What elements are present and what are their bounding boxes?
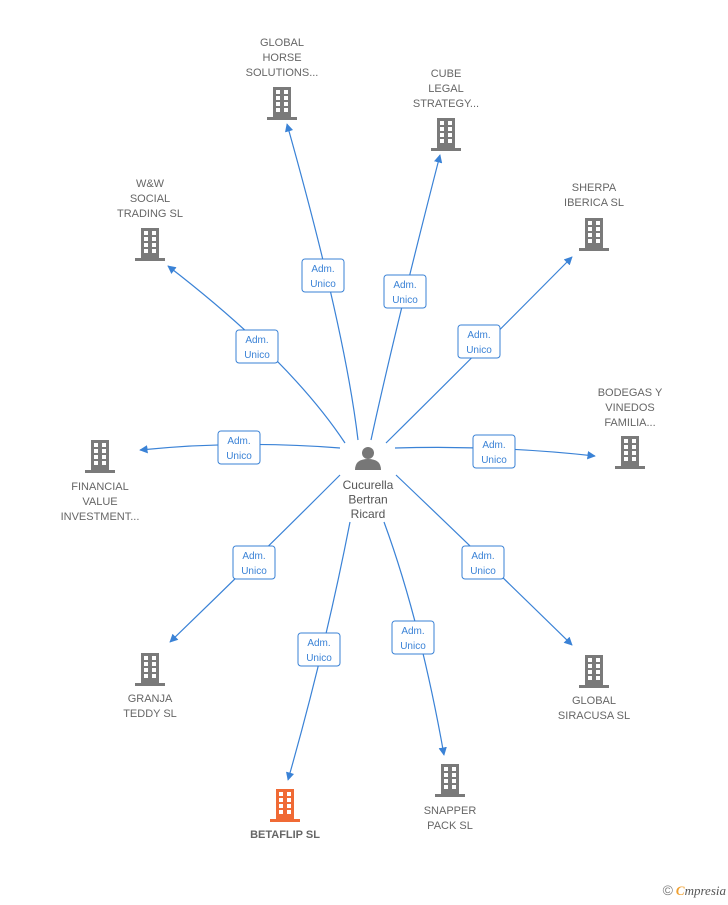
company-name-line: HORSE xyxy=(262,52,301,64)
edge-label-box xyxy=(461,545,505,580)
company-name-line: SHERPA xyxy=(572,182,617,194)
copyright-icon: © xyxy=(662,882,673,898)
company-node-global-siracusa[interactable]: GLOBAL SIRACUSA SL xyxy=(558,655,630,722)
person-icon xyxy=(355,447,381,470)
company-node-financial[interactable]: FINANCIAL VALUE INVESTMENT... xyxy=(61,440,140,523)
company-name-line: SOCIAL xyxy=(130,193,170,205)
building-icon xyxy=(579,218,609,251)
building-icon xyxy=(615,436,645,469)
company-node-global-horse[interactable]: GLOBAL HORSE SOLUTIONS... xyxy=(246,37,319,120)
edge-label-text: Adm. xyxy=(401,626,424,637)
person-name-line: Bertran xyxy=(348,493,387,507)
edge-label-text: Adm. xyxy=(471,551,494,562)
company-node-bodegas[interactable]: BODEGAS Y VINEDOS FAMILIA... xyxy=(598,387,663,469)
edge-label-ww-social[interactable]: Adm. Unico xyxy=(235,329,279,364)
company-name-line: SIRACUSA SL xyxy=(558,710,630,722)
company-node-sherpa[interactable]: SHERPA IBERICA SL xyxy=(564,182,624,251)
edge-label-text: Unico xyxy=(306,653,332,664)
company-name-line: STRATEGY... xyxy=(413,98,479,110)
edge-label-sherpa[interactable]: Adm. Unico xyxy=(457,324,501,359)
edge-label-box xyxy=(297,632,341,667)
company-name-line: SOLUTIONS... xyxy=(246,67,319,79)
company-name-line: GLOBAL xyxy=(572,695,616,707)
company-name-line: BETAFLIP SL xyxy=(250,829,320,841)
company-name-line: BODEGAS Y xyxy=(598,387,663,399)
company-name-line: CUBE xyxy=(431,68,462,80)
company-name-line: IBERICA SL xyxy=(564,197,624,209)
edge-label-text: Unico xyxy=(466,345,492,356)
edge-label-box xyxy=(383,274,427,309)
edge-label-text: Adm. xyxy=(245,335,268,346)
company-node-ww-social[interactable]: W&W SOCIAL TRADING SL xyxy=(117,178,183,261)
edge-label-text: Adm. xyxy=(393,280,416,291)
edge-label-financial[interactable]: Adm. Unico xyxy=(217,430,261,465)
edge-label-text: Unico xyxy=(244,350,270,361)
edge-label-granja[interactable]: Adm. Unico xyxy=(232,545,276,580)
edge-label-box xyxy=(235,329,279,364)
building-icon xyxy=(431,118,461,151)
building-icon xyxy=(267,87,297,120)
company-name-line: LEGAL xyxy=(428,83,463,95)
company-name-line: VALUE xyxy=(82,496,117,508)
edge-label-text: Adm. xyxy=(482,440,505,451)
edge-label-bodegas[interactable]: Adm. Unico xyxy=(472,434,516,469)
edge-label-global-siracusa[interactable]: Adm. Unico xyxy=(461,545,505,580)
building-icon xyxy=(270,789,300,822)
edge-label-cube-legal[interactable]: Adm. Unico xyxy=(383,274,427,309)
edge-label-betaflip[interactable]: Adm. Unico xyxy=(297,632,341,667)
building-icon xyxy=(579,655,609,688)
building-icon xyxy=(135,228,165,261)
company-name-line: W&W xyxy=(136,178,165,190)
edge-line-global-horse xyxy=(285,123,359,441)
edge-label-text: Adm. xyxy=(307,638,330,649)
company-name-line: FINANCIAL xyxy=(71,481,128,493)
edge-label-box xyxy=(391,620,435,655)
edge-label-box xyxy=(217,430,261,465)
edge-label-box xyxy=(457,324,501,359)
edge-label-text: Adm. xyxy=(311,264,334,275)
building-icon xyxy=(435,764,465,797)
edge-label-text: Unico xyxy=(226,451,252,462)
edge-label-text: Unico xyxy=(392,295,418,306)
edge-label-snapper[interactable]: Adm. Unico xyxy=(391,620,435,655)
company-name-line: GLOBAL xyxy=(260,37,304,49)
building-icon xyxy=(135,653,165,686)
edge-label-text: Unico xyxy=(310,279,336,290)
building-icon xyxy=(85,440,115,473)
company-name-line: TRADING SL xyxy=(117,208,183,220)
edge-label-box xyxy=(472,434,516,469)
edge-label-box xyxy=(232,545,276,580)
company-node-betaflip[interactable]: BETAFLIP SL xyxy=(250,789,320,841)
company-name-line: VINEDOS xyxy=(605,402,655,414)
edge-label-text: Adm. xyxy=(467,330,490,341)
edge-label-text: Adm. xyxy=(242,551,265,562)
edge-label-global-horse[interactable]: Adm. Unico xyxy=(301,258,345,293)
edge-label-text: Unico xyxy=(241,566,267,577)
company-node-cube-legal[interactable]: CUBE LEGAL STRATEGY... xyxy=(413,68,479,151)
company-name-line: TEDDY SL xyxy=(123,708,177,720)
company-name-line: FAMILIA... xyxy=(604,417,655,429)
edge-label-box xyxy=(301,258,345,293)
company-node-granja[interactable]: GRANJA TEDDY SL xyxy=(123,653,177,720)
company-name-line: SNAPPER xyxy=(424,805,477,817)
edge-label-text: Unico xyxy=(481,455,507,466)
company-name-line: PACK SL xyxy=(427,820,473,832)
edge-line-cube-legal xyxy=(370,154,443,441)
company-name-line: INVESTMENT... xyxy=(61,511,140,523)
brand-logo: ©Cmpresia xyxy=(662,882,726,898)
company-node-snapper[interactable]: SNAPPER PACK SL xyxy=(424,764,477,832)
person-name-line: Ricard xyxy=(351,507,386,521)
person-name-line: Cucurella xyxy=(343,478,394,492)
edge-label-text: Adm. xyxy=(227,436,250,447)
edge-label-text: Unico xyxy=(470,566,496,577)
company-name-line: GRANJA xyxy=(128,693,173,705)
edge-label-text: Unico xyxy=(400,641,426,652)
